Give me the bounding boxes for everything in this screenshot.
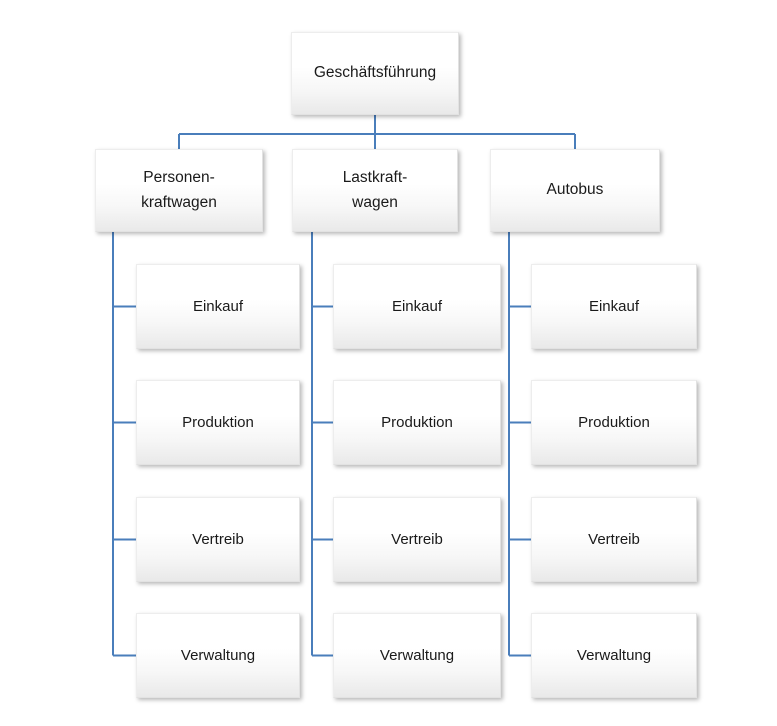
node-division-personenkraftwagen[interactable]: Personen- kraftwagen	[95, 149, 263, 232]
node-label: Verwaltung	[576, 646, 652, 664]
node-dept-pkw-produktion[interactable]: Produktion	[136, 380, 300, 465]
node-dept-lkw-verwaltung[interactable]: Verwaltung	[333, 613, 501, 698]
node-dept-pkw-vertreib[interactable]: Vertreib	[136, 497, 300, 582]
node-label: Autobus	[546, 181, 604, 199]
node-label: Produktion	[578, 413, 650, 431]
node-label: Einkauf	[391, 297, 443, 315]
node-label: Einkauf	[192, 297, 244, 315]
node-division-autobus[interactable]: Autobus	[490, 149, 660, 232]
node-dept-bus-einkauf[interactable]: Einkauf	[531, 264, 697, 349]
node-label: Einkauf	[588, 297, 640, 315]
node-label: Produktion	[381, 413, 453, 431]
node-dept-bus-vertreib[interactable]: Vertreib	[531, 497, 697, 582]
node-label: Verwaltung	[180, 646, 256, 664]
node-dept-bus-produktion[interactable]: Produktion	[531, 380, 697, 465]
node-dept-lkw-einkauf[interactable]: Einkauf	[333, 264, 501, 349]
node-label: Geschäftsführung	[313, 64, 437, 82]
node-label: Vertreib	[588, 530, 640, 548]
node-dept-pkw-einkauf[interactable]: Einkauf	[136, 264, 300, 349]
node-dept-bus-verwaltung[interactable]: Verwaltung	[531, 613, 697, 698]
node-label: Vertreib	[192, 530, 244, 548]
node-label: Lastkraft- wagen	[342, 169, 408, 211]
node-division-lastkraftwagen[interactable]: Lastkraft- wagen	[292, 149, 458, 232]
node-dept-pkw-verwaltung[interactable]: Verwaltung	[136, 613, 300, 698]
node-label: Produktion	[182, 413, 254, 431]
node-label: Vertreib	[391, 530, 443, 548]
node-dept-lkw-produktion[interactable]: Produktion	[333, 380, 501, 465]
node-dept-lkw-vertreib[interactable]: Vertreib	[333, 497, 501, 582]
node-root-geschaeftsfuehrung[interactable]: Geschäftsführung	[291, 32, 459, 115]
node-label: Personen- kraftwagen	[141, 169, 217, 211]
node-label: Verwaltung	[379, 646, 455, 664]
